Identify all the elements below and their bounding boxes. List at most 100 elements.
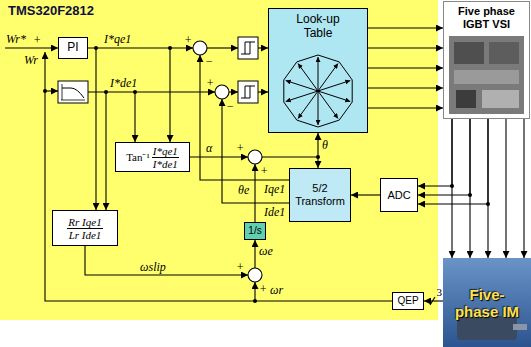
summing-junction [215,85,229,99]
adc-block: ADC [380,178,418,212]
slip-calculator: Rr Iqe1Lr Ide1 [52,210,118,246]
inverter-box: Five phase IGBT VSI [443,1,530,119]
hysteresis-controller [238,81,258,103]
voltage-vector [318,64,338,92]
fraction-term: I*de1 [152,158,179,170]
connector [424,300,443,301]
connector [368,67,443,68]
motor-photo [513,324,527,330]
sum-sign: + [260,165,268,178]
signal-wire [134,92,135,142]
voltage-vector [286,81,318,92]
motor-photo [443,258,531,347]
signal-wire [317,133,318,157]
board-title: TMS320F2812 [8,3,94,18]
integrator-block: 1/s [244,222,266,240]
signal-wire [169,48,170,142]
branch-dot [43,89,47,93]
signal-wire [105,92,106,210]
sum-sign: + [259,283,267,296]
fraction-term: I*qe1 [152,145,179,158]
inverter-photo [482,90,519,108]
connector [368,27,443,28]
hysteresis-controller [238,37,258,103]
signal-name: θ [322,139,328,152]
field-weakening-block [58,81,88,103]
signal-name: α [206,142,212,155]
sum-sign: + [236,142,244,155]
block-label: 5/2 Transform [293,182,347,207]
signal-wire [88,47,193,48]
transform-block: 5/2 Transform [289,168,351,222]
summing-junction [193,41,262,282]
sum-sign: + [33,34,41,47]
label-group: Look-up Table [269,12,367,41]
signal-wire [258,47,268,48]
label-group: ADC [387,189,410,202]
voltage-vector [318,91,338,119]
signal-name: Ide1 [264,206,285,219]
signal-name: I*de1 [110,77,137,90]
voltage-vector [318,91,319,125]
signal-wire [254,282,255,301]
voltage-vector [286,91,318,102]
connector [523,119,524,258]
inverter-photo [454,70,519,84]
signal-name: Wr* [6,33,26,46]
label-group: Five phase IGBT VSI [444,5,529,31]
signal-name: ωe [259,245,273,258]
voltage-vector [318,91,350,102]
signal-wire [95,48,96,210]
inverter-photo [449,36,524,114]
branch-dot [104,90,108,94]
connector [368,47,443,48]
voltage-vector [318,81,350,92]
label-group: QEP [397,295,418,307]
table-title: Look-up Table [286,12,350,40]
label-group: 1/s [248,225,261,237]
label-group: 5/2 Transform [293,182,347,207]
summing-junction [248,150,262,164]
signal-name: ωslip [140,261,166,274]
branch-dot [316,155,320,159]
qep-block: QEP [392,292,424,310]
label-group: Five-phase IM [443,258,531,347]
motor-title: Five-phase IM [449,286,525,320]
connector [505,119,506,258]
field-weakening-block [62,88,84,98]
hysteresis-controller [238,37,258,59]
decagon-outline [284,55,352,127]
sum-sign: + [184,34,192,47]
connector [351,194,380,195]
fraction-term: Rr Iqe1 [67,216,102,229]
fraction: I*qe1I*de1 [152,145,179,170]
block-label: PI [67,41,78,55]
signal-wire [254,164,255,222]
block-label: QEP [397,295,418,307]
signal-name: Wr [24,54,38,67]
inverter-photo [456,90,476,108]
connector [418,119,470,195]
formula: Tan⁻¹I*qe1I*de1 [126,145,179,170]
signal-wire [229,91,238,92]
signal-wire [5,47,58,48]
fraction: Rr Iqe1Lr Ide1 [67,216,102,241]
lookup-table: Look-up Table [268,8,368,133]
hysteresis-controller [241,42,255,54]
inverter-photo [489,42,519,64]
motor-box: Five-phase IM [443,258,531,347]
summing-junction [193,41,207,55]
signal-name: I*qe1 [104,33,131,46]
sum-sign: − [205,55,213,68]
branch-dot [253,299,257,303]
sum-sign: − [226,100,234,113]
voltage-vector [298,64,318,92]
branch-dot [168,46,172,50]
connector [418,119,488,204]
signal-name: θe [238,184,249,197]
hysteresis-controller [241,86,255,98]
voltage-vector [298,91,318,119]
function-name: Tan⁻¹ [126,151,150,163]
connector [418,119,452,186]
signal-name: ωr [270,284,283,297]
